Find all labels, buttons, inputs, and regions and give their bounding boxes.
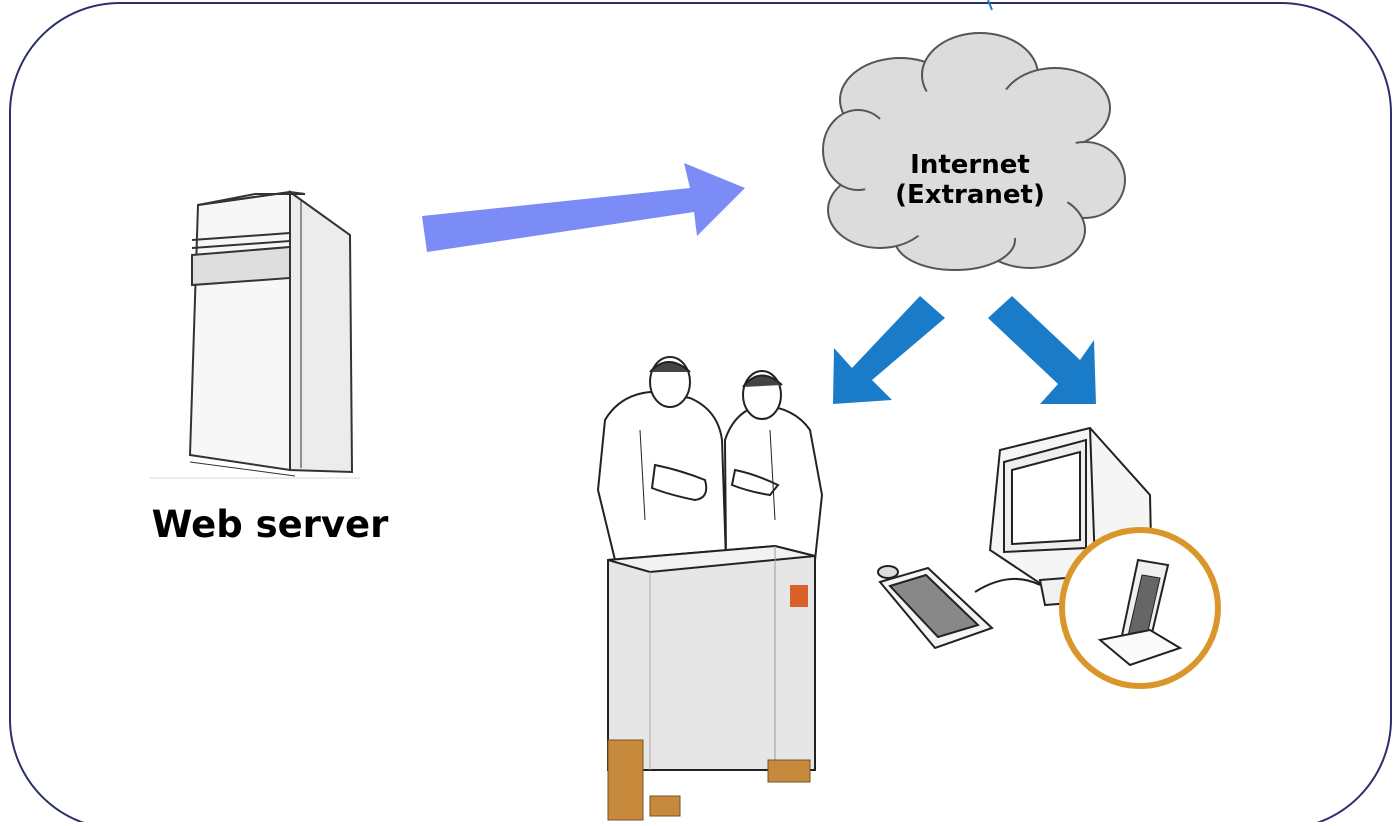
- server-tower-icon: [188, 190, 354, 477]
- arrow-down-right: [988, 296, 1096, 404]
- server-label: Web server: [151, 503, 389, 546]
- split-arrows: [833, 296, 1096, 404]
- cloud-label-line1: Internet: [910, 150, 1030, 180]
- arrow-down-left: [833, 296, 945, 404]
- handheld-terminal-icon: [1059, 527, 1221, 689]
- cloud-label-line2: (Extranet): [895, 180, 1045, 210]
- main-arrow: [422, 163, 745, 252]
- frame-border: [9, 2, 1392, 826]
- workers-with-crate-icon: [596, 356, 824, 821]
- cloud-icon: [822, 32, 1126, 271]
- top-tick: [987, 0, 993, 11]
